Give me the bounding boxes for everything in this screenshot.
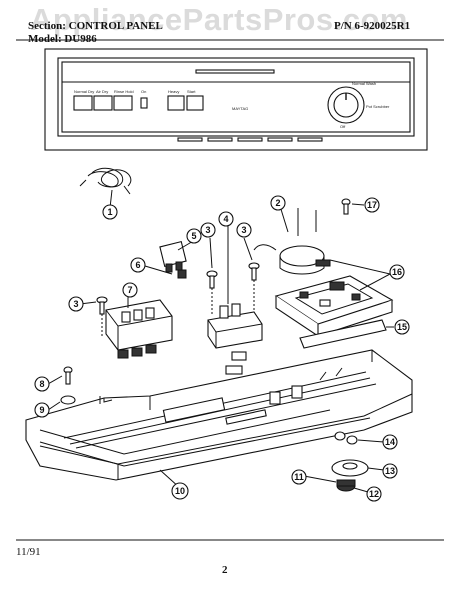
callout-8: 8 — [34, 376, 50, 392]
screw-3c — [248, 262, 260, 281]
svg-text:3: 3 — [241, 225, 246, 235]
callout-4: 4 — [218, 211, 234, 227]
part-number: P/N 6-920025R1 — [334, 20, 411, 32]
svg-text:7: 7 — [127, 285, 132, 295]
callout-3-left: 3 — [68, 296, 84, 312]
screw-17 — [341, 198, 351, 215]
callout-16: 16 — [389, 264, 405, 280]
screw-14 — [334, 431, 358, 445]
wire-harness — [79, 167, 132, 195]
knob-skirt-13 — [331, 459, 369, 477]
svg-text:3: 3 — [73, 299, 78, 309]
timer-knob-12 — [336, 479, 356, 492]
dial-label-pot-scrubber: Pot Scrubber — [366, 104, 390, 109]
button-label-air-dry: Air Dry — [96, 89, 108, 94]
dial-label-normal-wash: Normal Wash — [352, 81, 376, 86]
svg-text:11: 11 — [294, 472, 304, 482]
screw-3b — [206, 270, 218, 289]
callout-15: 15 — [394, 319, 410, 335]
svg-text:4: 4 — [223, 214, 228, 224]
callout-5: 5 — [186, 228, 202, 244]
svg-text:14: 14 — [385, 437, 395, 447]
screw-8 — [63, 366, 73, 385]
callout-11: 11 — [291, 469, 307, 485]
button-label-heavy: Heavy — [168, 89, 179, 94]
button-label-normal-dry: Normal Dry — [74, 89, 94, 94]
callout-13: 13 — [382, 463, 398, 479]
timer-bracket — [299, 319, 387, 349]
callout-6: 6 — [130, 257, 146, 273]
selector-switch — [207, 303, 263, 375]
svg-text:9: 9 — [39, 405, 44, 415]
svg-text:17: 17 — [367, 200, 377, 210]
watermark: AppliancePartsPros.com — [30, 2, 408, 37]
callout-9: 9 — [34, 402, 50, 418]
dial-label-off: Off — [340, 124, 346, 129]
plug-9 — [60, 395, 76, 405]
svg-text:16: 16 — [392, 267, 402, 277]
svg-text:10: 10 — [175, 486, 185, 496]
callout-3-right: 3 — [236, 222, 252, 238]
pushbutton-switch-assembly — [105, 299, 173, 359]
button-label-start: Start — [187, 89, 196, 94]
callout-3-center: 3 — [200, 222, 216, 238]
control-panel-front-view: Normal Dry Air Dry Rinse Hold On Heavy S… — [44, 48, 428, 151]
control-panel-housing — [25, 349, 413, 481]
revision-date: 11/91 — [16, 546, 41, 558]
svg-text:8: 8 — [39, 379, 44, 389]
callout-2: 2 — [270, 195, 286, 211]
interlock-switch — [159, 240, 187, 279]
model-title: Model: DU986 — [28, 33, 97, 45]
svg-text:1: 1 — [107, 207, 112, 217]
page-number: 2 — [222, 564, 228, 576]
svg-text:6: 6 — [135, 260, 140, 270]
section-title: Section: CONTROL PANEL — [28, 20, 163, 32]
callout-17: 17 — [364, 197, 380, 213]
svg-text:15: 15 — [397, 322, 407, 332]
button-label-rinse-hold: Rinse Hold — [114, 89, 134, 94]
callout-7: 7 — [122, 282, 138, 298]
svg-text:3: 3 — [205, 225, 210, 235]
panel-brand-logo: MAYTAG — [232, 106, 248, 111]
callout-14: 14 — [382, 434, 398, 450]
svg-text:13: 13 — [385, 466, 395, 476]
svg-text:2: 2 — [275, 198, 280, 208]
timer-motor — [253, 244, 331, 275]
button-label-on: On — [141, 89, 146, 94]
callout-12: 12 — [366, 486, 382, 502]
svg-text:5: 5 — [191, 231, 196, 241]
svg-text:12: 12 — [369, 489, 379, 499]
callout-1: 1 — [102, 204, 118, 220]
callout-10: 10 — [171, 482, 189, 500]
